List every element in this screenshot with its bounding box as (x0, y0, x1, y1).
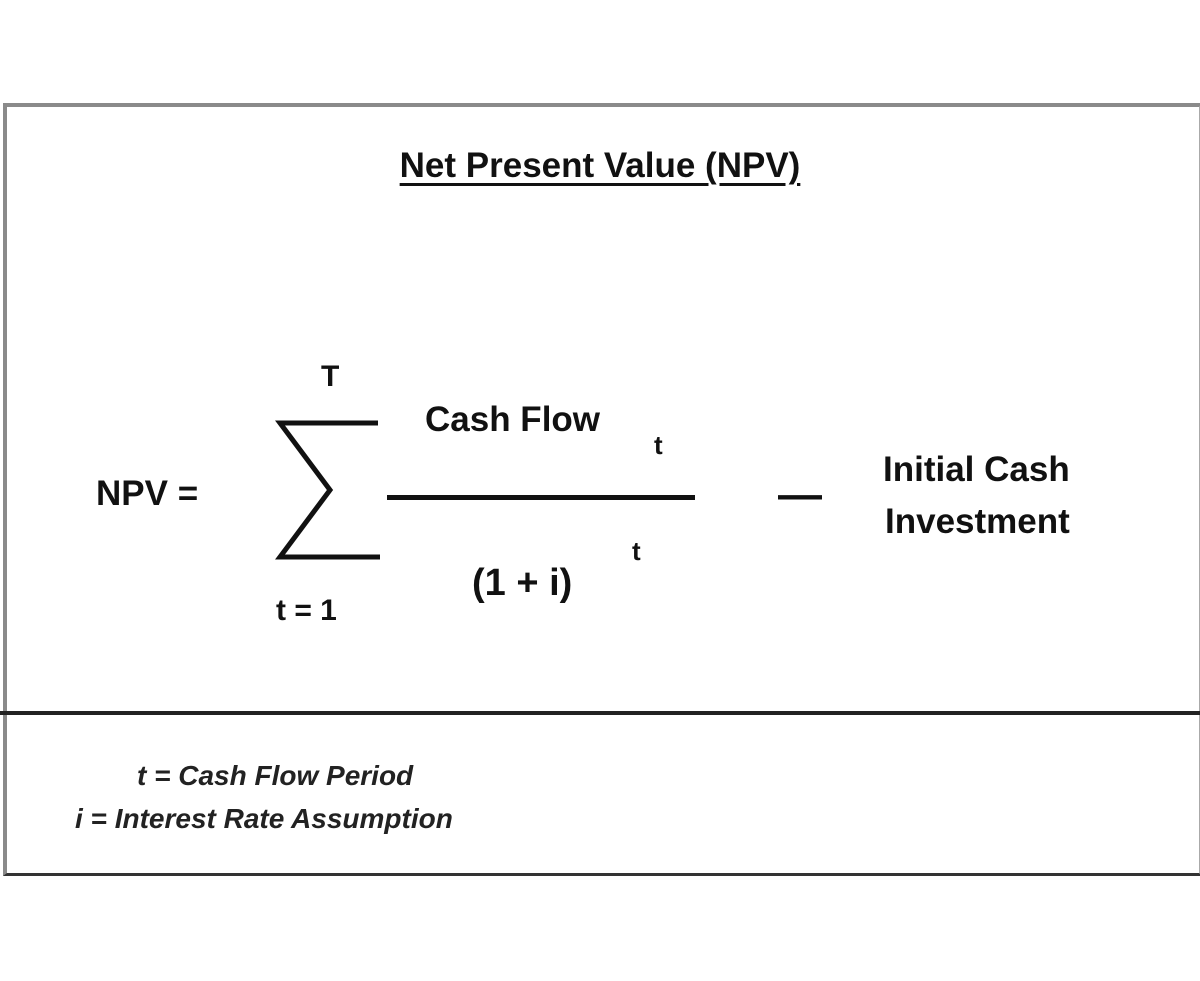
legend-item-t: t = Cash Flow Period (137, 760, 414, 791)
initial-cash-line2: Investment (885, 502, 1070, 541)
diagram-title: Net Present Value (NPV) (399, 146, 801, 185)
initial-cash-line1: Initial Cash (883, 450, 1070, 489)
numerator-subscript: t (654, 430, 663, 460)
sum-upper-limit: T (321, 360, 340, 393)
numerator: Cash Flow (425, 400, 601, 439)
fraction-bar (387, 495, 695, 500)
sum-lower-limit: t = 1 (276, 594, 337, 627)
denominator-exponent: t (632, 536, 641, 566)
npv-label: NPV = (96, 474, 199, 513)
legend-item-i: i = Interest Rate Assumption (75, 803, 453, 834)
divider (0, 711, 1200, 715)
summation-sigma-icon (275, 420, 380, 560)
minus-operator: — (778, 470, 822, 519)
denominator: (1 + i) (472, 562, 573, 604)
